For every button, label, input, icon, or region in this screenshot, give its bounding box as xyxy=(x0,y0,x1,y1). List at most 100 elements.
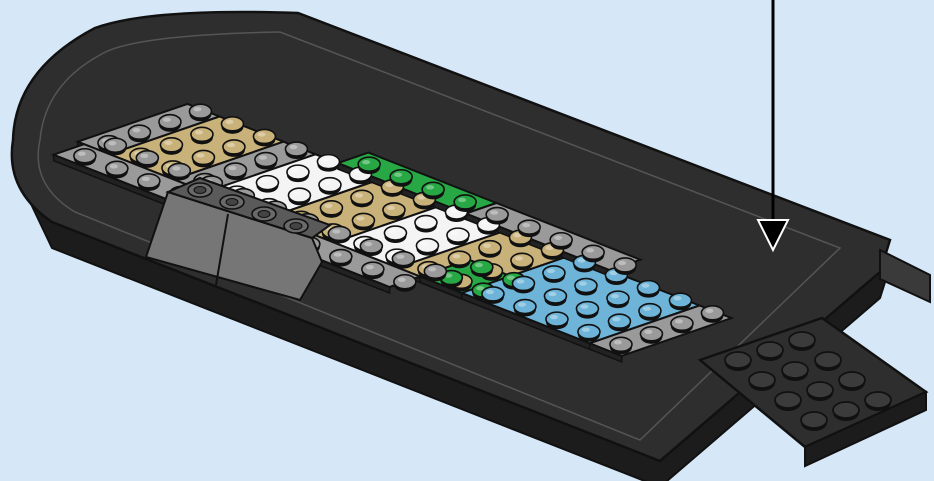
stud-highlight xyxy=(195,130,203,134)
stud xyxy=(352,213,374,227)
stud-highlight xyxy=(394,173,402,177)
handle-stud xyxy=(865,392,891,408)
stud xyxy=(511,253,533,267)
stud-highlight xyxy=(321,157,329,161)
stud xyxy=(422,182,444,196)
stud xyxy=(351,190,373,204)
stud xyxy=(576,302,598,316)
stud xyxy=(384,226,406,240)
stud xyxy=(253,129,275,143)
stud-highlight xyxy=(388,229,396,233)
stud-highlight xyxy=(163,118,171,122)
stud-highlight xyxy=(362,160,370,164)
stud xyxy=(285,142,307,156)
stud xyxy=(640,327,662,341)
stud-highlight xyxy=(428,267,436,271)
stud-highlight xyxy=(675,319,683,323)
stud-highlight xyxy=(228,166,236,170)
stud-highlight xyxy=(355,193,363,197)
stud xyxy=(136,151,158,165)
stud-highlight xyxy=(611,294,619,298)
stud-highlight xyxy=(483,244,491,248)
stud-highlight xyxy=(643,307,651,311)
handle-stud xyxy=(782,362,808,378)
handle-stud xyxy=(801,412,827,428)
stud xyxy=(392,252,414,266)
stud-highlight xyxy=(142,177,150,181)
stud xyxy=(168,163,190,177)
stud-highlight xyxy=(132,128,140,132)
stud xyxy=(138,174,160,188)
stud xyxy=(447,228,469,242)
handle-stud xyxy=(775,392,801,408)
stud xyxy=(189,104,211,118)
stud xyxy=(448,251,470,265)
stud-highlight xyxy=(396,254,404,258)
stud xyxy=(607,291,629,305)
stud xyxy=(192,150,214,164)
stud-highlight xyxy=(586,248,594,252)
stud xyxy=(575,279,597,293)
stud xyxy=(74,149,96,163)
stud xyxy=(223,140,245,154)
stud xyxy=(669,293,691,307)
stud-highlight xyxy=(515,256,523,260)
handle-stud xyxy=(807,382,833,398)
stud xyxy=(106,161,128,175)
stud-highlight xyxy=(580,304,588,308)
stud xyxy=(582,245,604,259)
stud xyxy=(390,170,412,184)
stud xyxy=(394,275,416,289)
stud xyxy=(256,176,278,190)
stud-highlight xyxy=(356,216,364,220)
stud xyxy=(471,260,493,274)
stud-highlight xyxy=(193,107,201,111)
stud-highlight xyxy=(458,198,466,202)
stud-highlight xyxy=(582,328,590,332)
stud xyxy=(415,216,437,230)
stud xyxy=(288,188,310,202)
stud-highlight xyxy=(547,269,555,273)
stud-highlight xyxy=(172,166,180,170)
stud xyxy=(328,226,350,240)
stud xyxy=(159,115,181,129)
stud-highlight xyxy=(420,241,428,245)
stud-highlight xyxy=(227,143,235,147)
stud xyxy=(512,276,534,290)
stud-highlight xyxy=(673,296,681,300)
stud-highlight xyxy=(259,155,267,159)
stud-highlight xyxy=(475,263,483,267)
stud xyxy=(255,153,277,167)
stud-highlight xyxy=(140,154,148,158)
stud xyxy=(104,138,126,152)
stud xyxy=(610,337,632,351)
stud-highlight xyxy=(486,290,494,294)
stud xyxy=(608,314,630,328)
stud xyxy=(383,203,405,217)
stud xyxy=(543,266,565,280)
stud-highlight xyxy=(614,340,622,344)
stud-highlight xyxy=(332,229,340,233)
stud-highlight xyxy=(110,164,118,168)
stud-highlight xyxy=(289,145,297,149)
stud xyxy=(320,201,342,215)
stud xyxy=(550,233,572,247)
stud-highlight xyxy=(260,178,268,182)
stud-highlight xyxy=(579,281,587,285)
stud xyxy=(317,155,339,169)
stud xyxy=(637,281,659,295)
stud xyxy=(479,241,501,255)
handle-stud xyxy=(815,352,841,368)
handle-stud xyxy=(839,372,865,388)
stud xyxy=(424,264,446,278)
stud xyxy=(224,163,246,177)
stud-highlight xyxy=(334,252,342,256)
stud-highlight xyxy=(516,279,524,283)
handle-stud xyxy=(725,352,751,368)
stud-highlight xyxy=(291,168,299,172)
stud xyxy=(128,125,150,139)
stud-highlight xyxy=(323,181,331,185)
stud xyxy=(671,316,693,330)
stud xyxy=(701,306,723,320)
